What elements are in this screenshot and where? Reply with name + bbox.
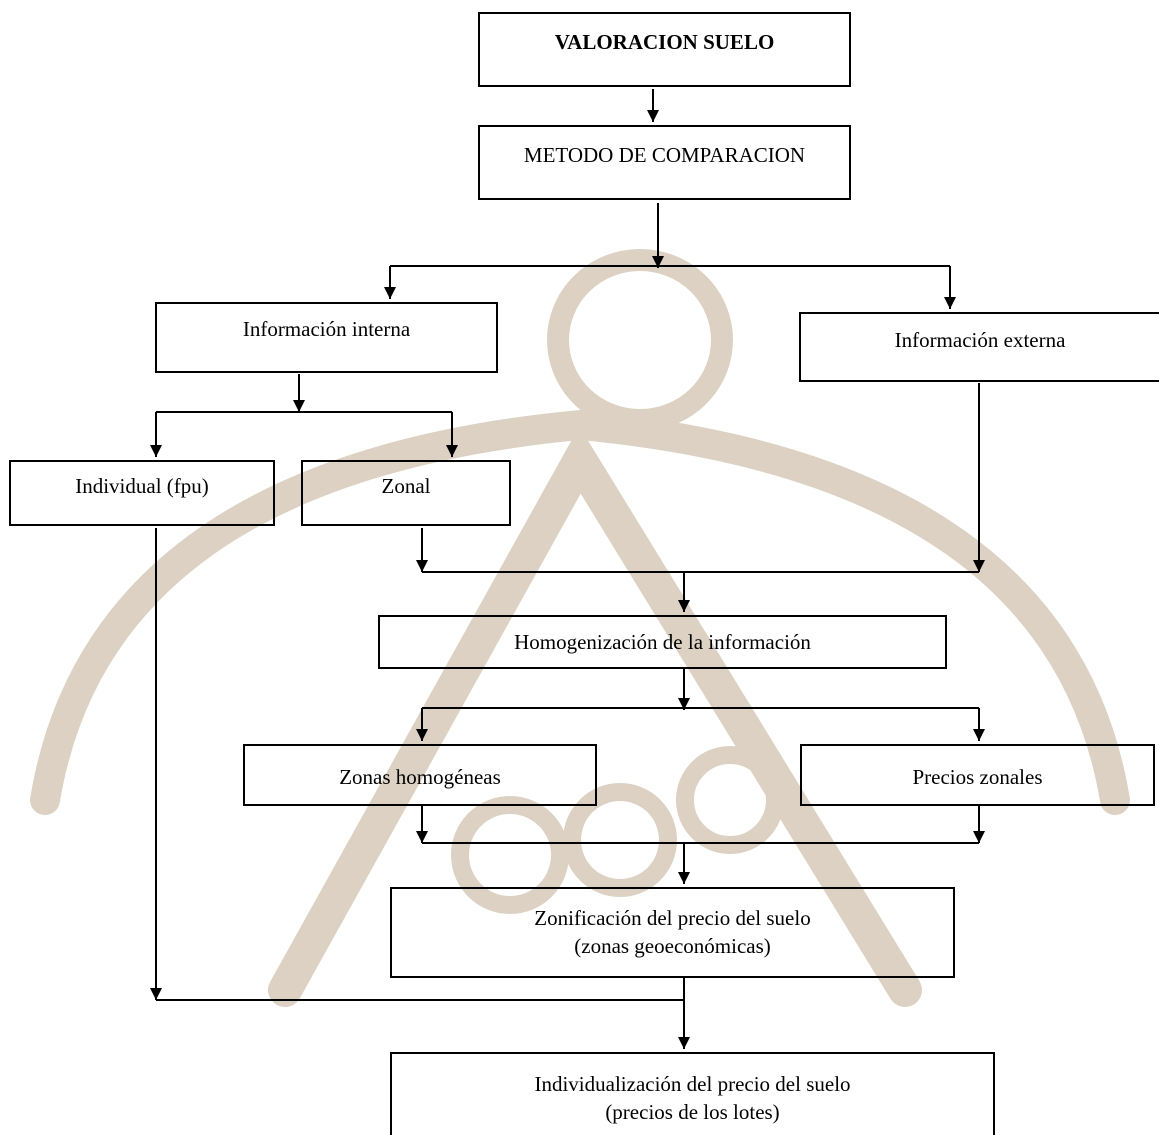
node-individualizacion: Individualización del precio del suelo (… (390, 1052, 995, 1135)
node-precios-zonales: Precios zonales (800, 744, 1155, 806)
node-individualizacion-line1: Individualización del precio del suelo (534, 1072, 851, 1096)
node-informacion-interna-label: Información interna (242, 317, 411, 341)
watermark-small-circle-3 (676, 746, 784, 854)
node-informacion-interna: Información interna (155, 302, 498, 373)
node-individual-label: Individual (fpu) (75, 474, 209, 498)
watermark-arch (30, 409, 1130, 815)
node-homogenizacion-label: Homogenización de la información (514, 630, 811, 654)
node-homogenizacion: Homogenización de la información (378, 615, 947, 669)
node-zonificacion-text: Zonificación del precio del suelo (zonas… (534, 904, 810, 960)
node-informacion-externa: Información externa (799, 312, 1159, 382)
node-metodo-comparacion: METODO DE COMPARACION (478, 125, 851, 200)
node-zonas-homogeneas-label: Zonas homogéneas (339, 765, 501, 789)
node-valoracion-suelo: VALORACION SUELO (478, 12, 851, 87)
node-zonal-label: Zonal (381, 474, 431, 498)
node-zonificacion: Zonificación del precio del suelo (zonas… (390, 887, 955, 978)
node-metodo-comparacion-label: METODO DE COMPARACION (523, 143, 806, 167)
node-individual: Individual (fpu) (9, 460, 275, 526)
node-zonificacion-line2: (zonas geoeconómicas) (574, 934, 771, 958)
node-individualizacion-text: Individualización del precio del suelo (… (534, 1070, 850, 1126)
node-precios-zonales-label: Precios zonales (912, 765, 1043, 789)
node-zonas-homogeneas: Zonas homogéneas (243, 744, 597, 806)
node-individualizacion-line2: (precios de los lotes) (605, 1100, 780, 1124)
watermark-head-circle (547, 249, 733, 431)
node-zonal: Zonal (301, 460, 511, 526)
watermark-a-shape (268, 426, 922, 1007)
node-valoracion-suelo-label: VALORACION SUELO (554, 30, 775, 54)
node-informacion-externa-label: Información externa (894, 328, 1066, 352)
node-zonificacion-line1: Zonificación del precio del suelo (534, 906, 811, 930)
